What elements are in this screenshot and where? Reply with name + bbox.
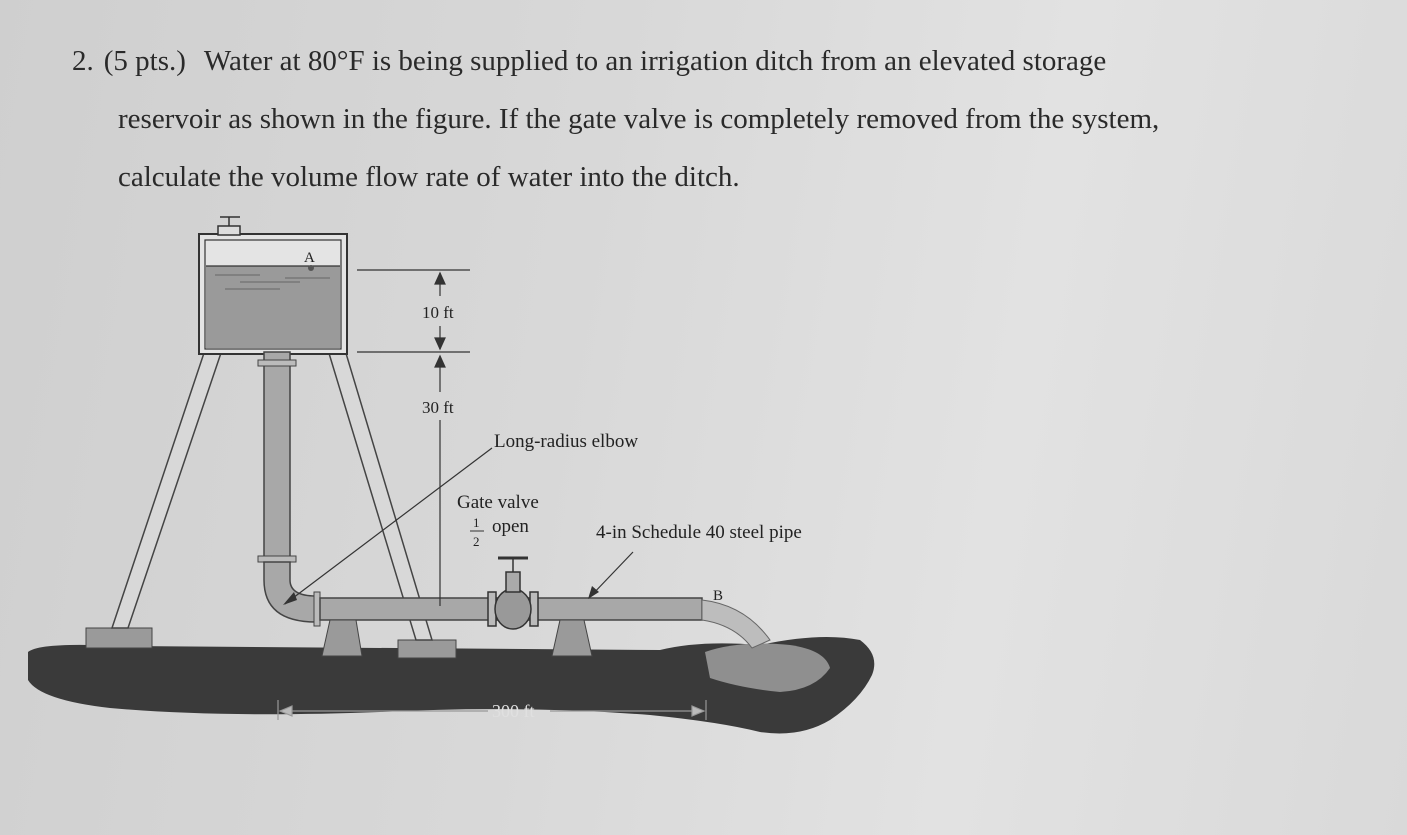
problem-statement: 2. (5 pts.) Water at 80°F is being supplie…	[72, 32, 1392, 206]
water-ripples	[215, 274, 330, 290]
pipe-leader-arrow	[588, 586, 599, 599]
leg-right	[326, 349, 434, 641]
pipe-support-1	[321, 619, 363, 657]
dim-10ft-label: 10 ft	[422, 303, 454, 322]
pipe-label: 4-in Schedule 40 steel pipe	[596, 522, 802, 543]
problem-number: 2.	[72, 45, 94, 77]
ground	[28, 636, 875, 734]
leg-footing-left	[85, 627, 153, 649]
dim-300ft-label: 300 ft	[492, 701, 535, 721]
tank-water	[206, 266, 340, 348]
outlet-jet	[701, 599, 771, 649]
problem-line-3: calculate the volume flow rate of water …	[118, 161, 740, 193]
ditch-water	[705, 643, 830, 692]
problem-line-2: reservoir as shown in the figure. If the…	[118, 103, 1160, 135]
long-radius-elbow	[263, 561, 317, 623]
tank-vent	[217, 216, 241, 236]
valve-label: Gate valve	[457, 492, 539, 513]
pipe-support-2	[551, 619, 593, 657]
valve-open-label: open	[492, 516, 529, 537]
dim-300ft-line	[277, 700, 707, 720]
tank-inner	[204, 239, 342, 350]
elbow-label: Long-radius elbow	[494, 431, 638, 452]
gate-valve	[487, 556, 539, 630]
problem-line-1: 2. (5 pts.) Water at 80°F is being supplie…	[72, 32, 1392, 90]
vertical-pipe	[263, 351, 291, 563]
point-b-label: B	[713, 588, 723, 604]
elbow-leader	[284, 447, 493, 605]
pipe-flange-top	[257, 359, 297, 367]
leg-footing-right	[397, 639, 457, 659]
point-a-marker	[308, 265, 314, 271]
leg-left	[110, 349, 224, 629]
point-a-label: A	[304, 250, 315, 266]
problem-points: (5 pts.)	[103, 45, 186, 77]
valve-fraction-numerator: 1	[473, 515, 480, 530]
valve-fraction-denominator: 2	[473, 534, 480, 549]
problem-text-1: Water at 80°F is being supplied to an ir…	[203, 45, 1107, 77]
pipe-flange-lower	[257, 555, 297, 563]
dimension-lines	[357, 269, 470, 606]
dim-30ft-label: 30 ft	[422, 398, 454, 417]
elbow-flange	[313, 591, 321, 627]
pipe-leader	[589, 551, 634, 598]
elbow-leader-arrow	[283, 592, 297, 605]
